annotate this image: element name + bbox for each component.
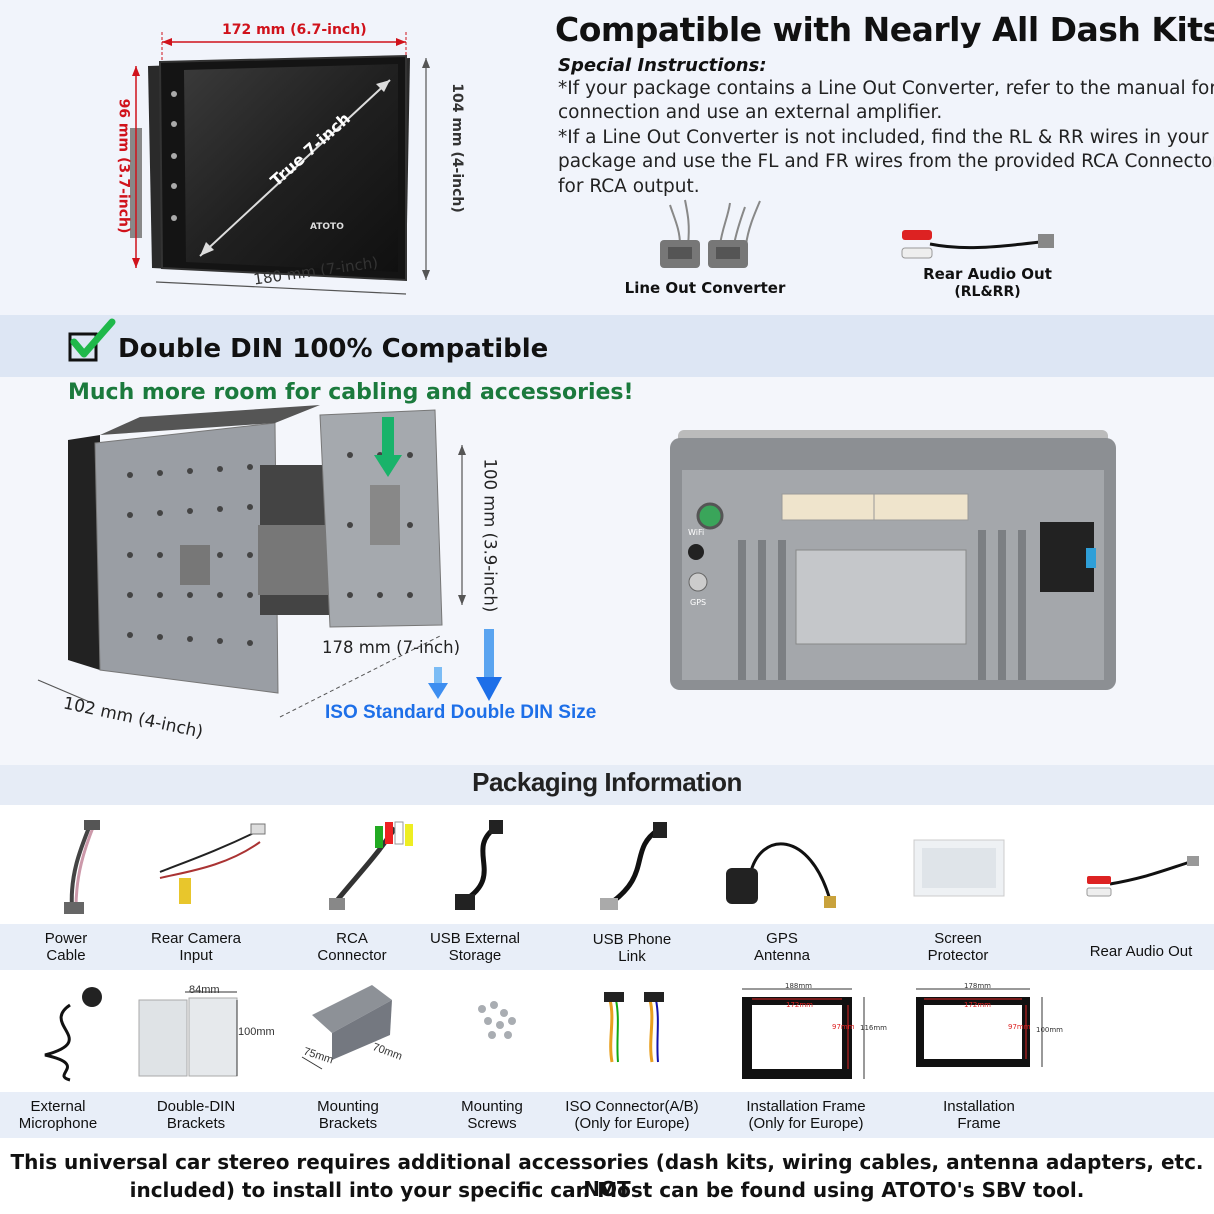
- rear-audio-caption-1: Rear Audio Out: [923, 265, 1052, 283]
- packaging-title: Packaging Information: [472, 767, 742, 797]
- package-item-label: ISO Connector(A/B) (Only for Europe): [565, 1098, 699, 1132]
- din-chassis-diagram: [37, 405, 502, 718]
- width-dimension-label: 178 mm (7-inch): [322, 638, 461, 657]
- footer-note-line1: This universal car stereo requires addit…: [10, 1150, 1204, 1201]
- instruction-line: *If a Line Out Converter is not included…: [558, 127, 1209, 148]
- bracket-width-label: 84mm: [189, 984, 220, 996]
- stereo-rear-diagram: [670, 430, 1116, 690]
- power-cable-image: [64, 820, 100, 914]
- iso-size-label: ISO Standard Double DIN Size: [325, 702, 597, 723]
- packaging-row1-band: [0, 924, 1214, 970]
- package-item-label: GPS Antenna: [754, 930, 810, 964]
- screen-protector-image: [913, 839, 1005, 897]
- cabling-subtitle: Much more room for cabling and accessori…: [68, 380, 634, 405]
- instruction-line: package and use the FL and FR wires from…: [558, 151, 1214, 172]
- bracket-height-label: 100mm: [238, 1026, 275, 1038]
- frame-outer-height: 100mm: [1036, 1026, 1063, 1034]
- mounting-screws-image: [478, 1001, 516, 1039]
- package-item-label: USB Phone Link: [592, 931, 672, 965]
- instructions-label: Special Instructions:: [558, 55, 767, 76]
- package-item-label: Power Cable: [44, 930, 88, 964]
- footer-note-line2: included) to install into your specific …: [129, 1178, 1085, 1202]
- wifi-port-label: WiFi: [688, 528, 705, 537]
- height-right-dimension: 104 mm (4-inch): [448, 83, 465, 213]
- package-item-label: RCA Connector: [317, 930, 387, 964]
- stereo-front-diagram: [130, 32, 430, 295]
- rear-camera-input-image: [159, 823, 266, 904]
- usb-external-storage-image: [455, 820, 503, 910]
- package-item-label: Mounting Screws: [461, 1098, 523, 1132]
- package-item-label: Installation Frame (Only for Europe): [746, 1098, 866, 1132]
- package-item-label: Rear Audio Out: [1089, 943, 1193, 960]
- frame-outer-width: 178mm: [964, 982, 991, 990]
- package-item-label: Rear Camera Input: [150, 930, 242, 964]
- installation-frame-eu-image: [742, 988, 865, 1079]
- frame-inner-width: 172mm: [964, 1001, 991, 1009]
- line-out-converter-image: [660, 199, 761, 268]
- instruction-line: connection and use an external amplifier…: [558, 102, 943, 123]
- package-item-label: USB External Storage: [429, 930, 521, 964]
- gps-antenna-image: [726, 842, 836, 908]
- frame-eu-inner-width: 172mm: [786, 1001, 813, 1009]
- rear-audio-out-cable-image: [1086, 856, 1199, 897]
- package-item-label: Installation Frame: [943, 1098, 1015, 1132]
- checkbox-check-icon: [68, 318, 116, 362]
- instruction-line: *If your package contains a Line Out Con…: [558, 78, 1214, 99]
- packaging-row2-band: [0, 1092, 1214, 1138]
- package-item-label: External Microphone: [18, 1098, 98, 1132]
- package-item-label: Double-DIN Brackets: [156, 1098, 236, 1132]
- gps-port-label: GPS: [690, 598, 707, 607]
- double-din-title: Double DIN 100% Compatible: [118, 334, 549, 364]
- rear-audio-out-image: [901, 230, 1054, 259]
- frame-eu-outer-height: 116mm: [860, 1024, 887, 1032]
- packaging-header-band: [0, 765, 1214, 805]
- package-item-label: Mounting Brackets: [317, 1098, 379, 1132]
- installation-frame-image: [916, 988, 1043, 1067]
- external-microphone-image: [44, 987, 102, 1082]
- frame-eu-outer-width: 188mm: [785, 982, 812, 990]
- frame-inner-height: 97mm: [1008, 1023, 1031, 1031]
- instruction-line: for RCA output.: [558, 176, 700, 197]
- page-title: Compatible with Nearly All Dash Kits: [555, 10, 1214, 49]
- frame-eu-inner-height: 97mm: [832, 1023, 855, 1031]
- rca-connector-image: [329, 821, 413, 910]
- brand-label: ATOTO: [310, 222, 344, 232]
- rear-audio-caption-2: (RL&RR): [954, 284, 1021, 300]
- width-top-dimension: 172 mm (6.7-inch): [222, 22, 367, 38]
- mounting-brackets-image: [301, 985, 392, 1070]
- double-din-header-band: [0, 315, 1214, 377]
- usb-phone-link-image: [600, 822, 667, 910]
- iso-connector-image: [604, 992, 664, 1063]
- height-left-dimension: 96 mm (3.7-inch): [115, 98, 132, 234]
- height-dimension-label: 100 mm (3.9-inch): [480, 458, 500, 613]
- package-item-label: Screen Protector: [927, 930, 989, 964]
- line-out-converter-caption: Line Out Converter: [624, 279, 786, 297]
- double-din-brackets-image: [138, 991, 238, 1077]
